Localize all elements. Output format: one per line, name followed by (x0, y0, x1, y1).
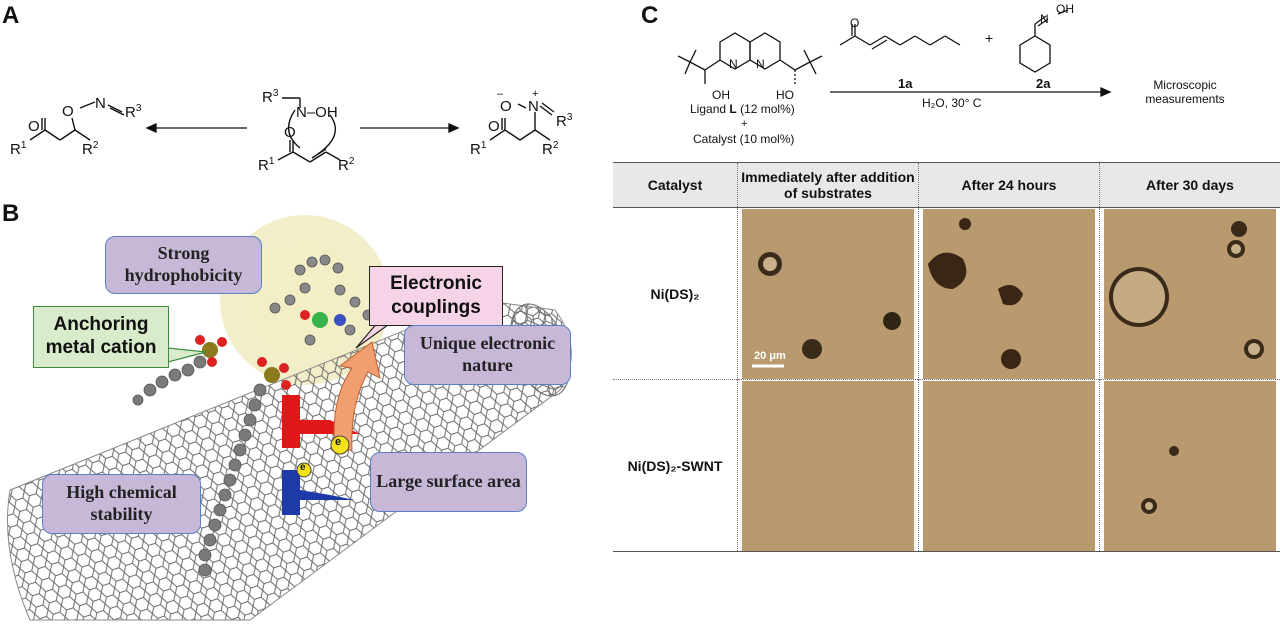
center-o: O (284, 124, 296, 141)
right-product-r1: R1 (470, 140, 487, 158)
micrograph-swnt-24h (923, 380, 1095, 551)
table-row-ni-ds2: Ni(DS)₂ (613, 207, 1280, 380)
valence-band (282, 470, 355, 515)
left-product-o: O (28, 118, 40, 135)
ligand-oh-right: HO (776, 88, 794, 102)
oxime-n: N (1040, 12, 1049, 26)
center-r3: R3 (262, 88, 279, 106)
electron-label-1: e (335, 436, 342, 448)
right-product-n-plus: N (528, 98, 539, 115)
panel-a-label: A (2, 2, 20, 29)
scheme-arrow (830, 86, 1112, 98)
micrograph-ni-ds2-24h (923, 208, 1095, 379)
ketone-o: O (850, 16, 860, 30)
reaction-conditions: H₂O, 30° C (922, 96, 982, 110)
enone-1a (839, 24, 961, 50)
alkyl-chain-right (198, 383, 267, 577)
oxygen-atom (300, 310, 310, 320)
callout-surface-area: Large surface area (370, 452, 527, 512)
left-product-o2: O (62, 103, 74, 120)
electron-1 (330, 435, 350, 455)
ligand-plus: + (741, 118, 748, 130)
ligand-molecule (269, 254, 374, 346)
ligand-n-right: N (756, 57, 765, 71)
compound-1a: 1a (898, 76, 913, 91)
catalyst-table: Catalyst Immediately after addition of s… (613, 162, 1280, 552)
ligand-n-left: N (729, 57, 738, 71)
right-product-o-minus: O (500, 98, 512, 115)
coupling-arrow (333, 341, 381, 451)
result-label: Microscopic measurements (1145, 78, 1225, 107)
left-product-r2: R2 (82, 140, 99, 158)
row-label-ni-ds2-swnt: Ni(DS)₂-SWNT (627, 457, 723, 474)
electron-label-2: e (300, 462, 306, 473)
nanotube-illustration (7, 215, 572, 621)
center-reactant-bonds (277, 97, 341, 163)
oxime-oh: OH (1056, 2, 1074, 16)
right-product-plus: + (532, 88, 539, 100)
oxime-2a (1019, 9, 1069, 73)
scale-bar-label: 20 μm (754, 350, 786, 362)
left-product-n: N (95, 95, 106, 112)
header-30d: After 30 days (1099, 162, 1280, 208)
panel-b-label: B (2, 200, 20, 227)
panel-c-scheme (677, 9, 1112, 98)
molecule-glow (220, 215, 390, 385)
table-row-ni-ds2-swnt: Ni(DS)₂-SWNT (613, 379, 1280, 552)
callout-chemical-stability: High chemical stability (42, 474, 201, 534)
micrograph-ni-ds2-immediate (742, 208, 914, 379)
callout-anchoring: Anchoring metal cation (33, 306, 169, 368)
right-product-r2: R2 (542, 140, 559, 158)
micrograph-swnt-30d (1104, 380, 1276, 551)
reaction-arrows (145, 122, 460, 134)
sulfate-group-2 (257, 357, 291, 390)
panel-c-label: C (641, 2, 659, 29)
row-label-ni-ds2: Ni(DS)₂ (650, 285, 700, 302)
left-product-r1: R1 (10, 140, 27, 158)
right-product-minus: – (497, 88, 504, 100)
micrograph-ni-ds2-30d (1104, 208, 1276, 379)
callout-electronic-couplings: Electronic couplings (369, 266, 503, 326)
header-catalyst: Catalyst (613, 162, 738, 208)
right-product-bonds (489, 102, 555, 141)
ligand-label: Ligand L (12 mol%) (690, 102, 795, 116)
header-24h: After 24 hours (918, 162, 1100, 208)
center-r2: R2 (338, 156, 355, 174)
nickel-atom (312, 312, 328, 328)
bipyridine-ligand (677, 32, 823, 84)
right-product-o: O (488, 118, 500, 135)
electron-2 (296, 462, 312, 478)
callout-hydrophobicity: Strong hydrophobicity (105, 236, 262, 294)
left-product-bonds (29, 101, 125, 141)
ligand-oh-left: OH (712, 88, 730, 102)
left-product-r3: R3 (125, 103, 142, 121)
right-product-r3: R3 (556, 112, 573, 130)
plus-between: + (985, 30, 994, 46)
micrograph-swnt-immediate (742, 380, 914, 551)
center-n-oh: N–OH (296, 104, 338, 121)
catalyst-line: Catalyst (10 mol%) (693, 132, 795, 146)
header-immediately: Immediately after addition of substrates (737, 162, 919, 208)
sulfate-group-1 (195, 335, 227, 367)
conduction-band (282, 395, 360, 448)
alkyl-chain-left (132, 355, 207, 406)
callout-unique-electronic: Unique electronic nature (404, 325, 571, 385)
panel-a-scheme (29, 97, 555, 163)
center-r1: R1 (258, 156, 275, 174)
nitrogen-atom (334, 314, 346, 326)
compound-2a: 2a (1036, 76, 1051, 91)
